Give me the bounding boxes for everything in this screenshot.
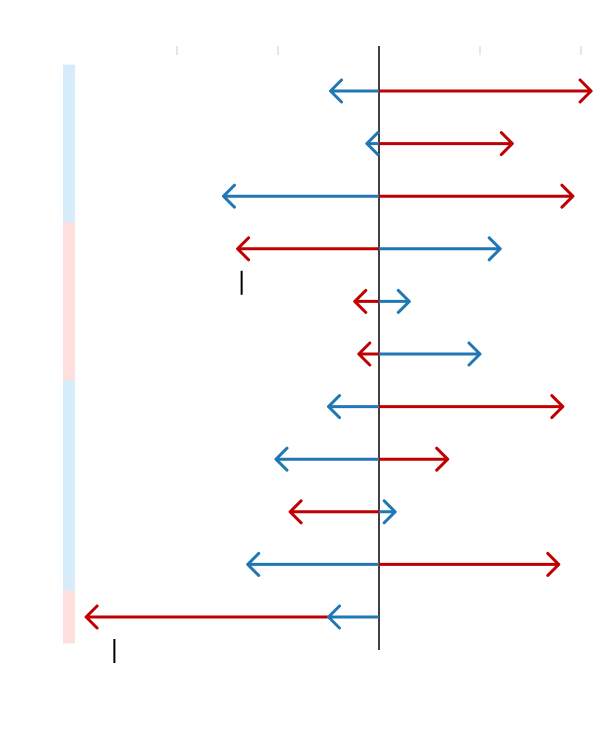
red-arrow <box>288 499 379 525</box>
red-arrow <box>379 551 561 577</box>
blue-arrow <box>246 551 379 577</box>
red-arrow <box>357 341 379 367</box>
blue-arrow <box>274 446 379 472</box>
blue-arrow <box>379 288 411 314</box>
red-arrow <box>236 236 379 262</box>
blue-arrow <box>221 183 379 209</box>
red-arrow <box>379 446 450 472</box>
group-band-red <box>63 222 75 381</box>
blue-arrow <box>379 236 502 262</box>
group-band-blue <box>63 64 75 223</box>
group-band-blue <box>63 380 75 591</box>
red-arrow <box>379 394 565 420</box>
red-arrow <box>353 288 379 314</box>
red-arrow <box>379 131 514 157</box>
blue-arrow <box>327 394 379 420</box>
blue-arrow <box>365 131 380 157</box>
red-arrow <box>379 78 593 104</box>
red-arrow <box>379 183 575 209</box>
group-band-red <box>63 590 75 644</box>
blue-arrow <box>379 341 482 367</box>
blue-arrow <box>379 499 397 525</box>
blue-arrow <box>327 604 379 630</box>
blue-arrow <box>329 78 379 104</box>
